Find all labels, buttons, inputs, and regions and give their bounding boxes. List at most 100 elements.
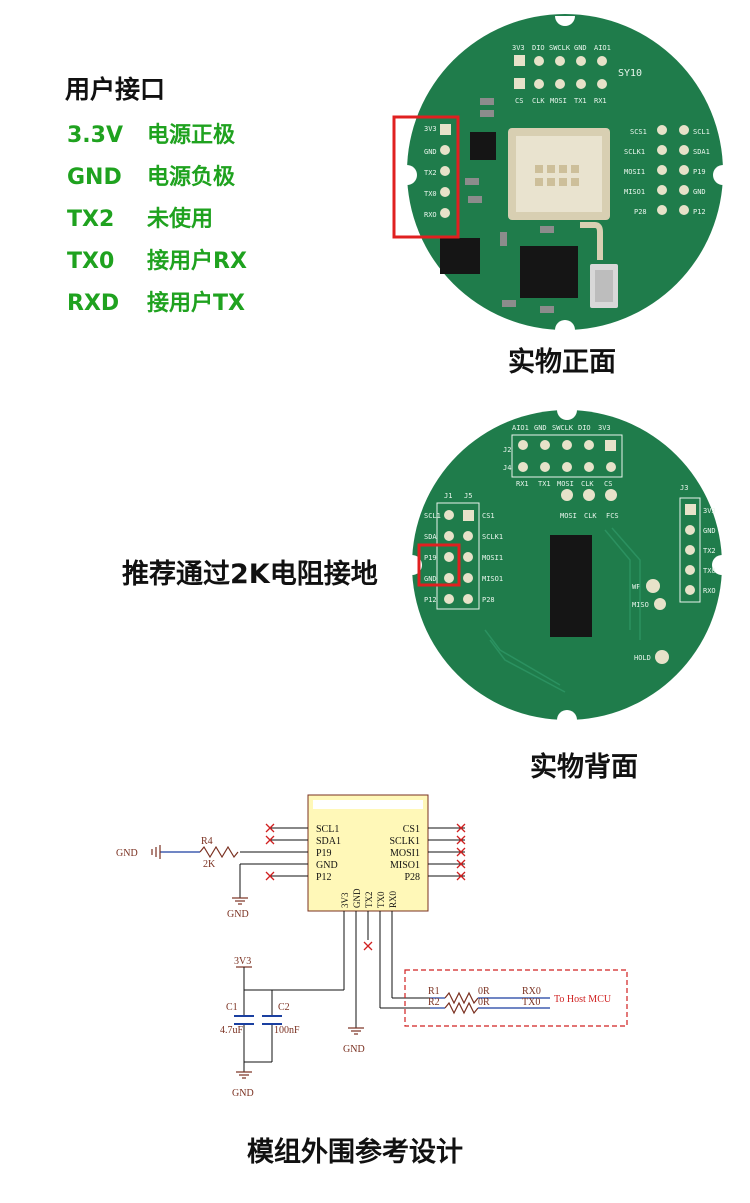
back-mid-pads: [561, 489, 617, 501]
notch-bottom: [555, 320, 575, 330]
svg-text:CS1: CS1: [403, 824, 420, 835]
main-chip: [520, 246, 578, 298]
svg-text:R1: R1: [428, 986, 440, 997]
pin-name: TX0: [67, 249, 115, 274]
front-top-pads: [514, 55, 607, 89]
svg-text:P12: P12: [316, 872, 332, 883]
svg-text:MISO1: MISO1: [390, 860, 420, 871]
svg-text:SCL1: SCL1: [316, 824, 339, 835]
host-mcu-label: To Host MCU: [554, 994, 612, 1005]
small-chip: [470, 132, 496, 160]
capacitor-labels: C1 4.7uF C2 100nF: [220, 1002, 300, 1036]
notch-top: [555, 16, 575, 26]
svg-text:TX0: TX0: [376, 891, 386, 908]
gnd-symbol-caps: GND: [232, 1071, 254, 1099]
pin-row-3v3: 3.3V 电源正极: [67, 117, 235, 149]
svg-text:0R: 0R: [478, 997, 490, 1008]
pin-desc: 电源正极: [147, 123, 236, 148]
front-passives: [465, 98, 554, 313]
pin-row-gnd: GND 电源负极: [67, 159, 235, 191]
svg-text:RX0: RX0: [522, 986, 541, 997]
capacitor-plates: [234, 1015, 282, 1025]
front-right-pads: [657, 125, 689, 215]
pin-desc: 接用户TX: [147, 291, 245, 316]
right-pin-wires: [428, 827, 465, 877]
pin-name: 3.3V: [67, 123, 123, 148]
svg-text:GND: GND: [343, 1044, 365, 1055]
back-left-pads: [444, 510, 474, 604]
vcc-3v3: 3V3: [234, 956, 252, 968]
nc-mark-tx2: [363, 941, 373, 951]
notch-right: [713, 165, 723, 185]
gnd-symbol-module: GND: [343, 1027, 365, 1055]
back-traces: [484, 527, 641, 693]
pin-desc: 接用户RX: [147, 249, 247, 274]
pin-row-rxd: RXD 接用户TX: [67, 285, 245, 317]
svg-text:3V3: 3V3: [340, 892, 350, 908]
notch-left: [407, 165, 417, 185]
nc-marks-right: [456, 823, 466, 881]
host-mcu-box: [404, 969, 628, 1027]
nc-marks-left: [265, 823, 275, 881]
svg-text:TX0: TX0: [522, 997, 540, 1008]
r2-resistor: R2 0R TX0: [428, 997, 550, 1015]
pin-desc: 电源负极: [147, 165, 236, 190]
pin-name: GND: [67, 165, 122, 190]
back-note: 推荐通过2K电阻接地: [122, 559, 378, 590]
pin-row-tx0: TX0 接用户RX: [67, 243, 247, 275]
gnd-symbol-left: GND: [227, 897, 249, 920]
flash-chip: [550, 535, 592, 637]
schematic-caption: 模组外围参考设计: [247, 1137, 463, 1168]
module-body: [307, 794, 429, 912]
pin-name: RXD: [67, 291, 120, 316]
antenna-patch: [535, 165, 579, 186]
svg-text:R4: R4: [201, 836, 213, 847]
svg-text:RX0: RX0: [388, 890, 398, 908]
svg-text:SDA1: SDA1: [316, 836, 341, 847]
front-marking: SY10: [618, 68, 642, 79]
svg-text:2K: 2K: [203, 859, 216, 870]
r1-resistor: R1 0R RX0: [428, 986, 550, 1005]
gnd-symbol-r4: GND: [116, 845, 161, 859]
svg-text:SCLK1: SCLK1: [389, 836, 420, 847]
svg-text:C1: C1: [226, 1002, 238, 1013]
svg-text:GND: GND: [316, 860, 338, 871]
svg-text:MOSI1: MOSI1: [390, 848, 420, 859]
svg-text:TX2: TX2: [364, 892, 374, 909]
svg-text:P19: P19: [316, 848, 332, 859]
back-right-pads: [685, 504, 696, 595]
svg-text:GND: GND: [227, 909, 249, 920]
interface-title: 用户接口: [65, 75, 166, 104]
regulator-chip: [440, 238, 480, 274]
front-left-pads: [440, 124, 451, 218]
svg-text:R2: R2: [428, 997, 440, 1008]
front-caption: 实物正面: [508, 347, 616, 378]
svg-text:4.7uF: 4.7uF: [220, 1025, 244, 1036]
left-pin-wires: [239, 827, 308, 898]
svg-text:0R: 0R: [478, 986, 490, 997]
back-p19-gnd-highlight: [417, 543, 461, 587]
pin-name: TX2: [67, 207, 115, 232]
svg-text:C2: C2: [278, 1002, 290, 1013]
module-bottom-pins: 3V3 GND TX2 TX0 RX0: [340, 888, 398, 908]
r4-resistor: R4 2K: [160, 836, 239, 870]
svg-text:100nF: 100nF: [274, 1025, 300, 1036]
back-top-pads: [518, 440, 616, 472]
back-side-pads: [646, 579, 669, 664]
svg-text:3V3: 3V3: [234, 956, 251, 967]
back-caption: 实物背面: [530, 752, 638, 783]
